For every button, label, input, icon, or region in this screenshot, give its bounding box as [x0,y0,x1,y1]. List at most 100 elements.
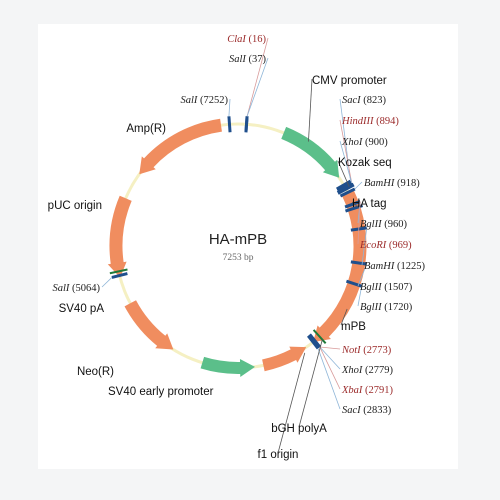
site-enzyme: BglII [360,282,382,293]
site-leader-sali [228,98,231,117]
site-enzyme: BglII [360,302,382,313]
site-leader-sali [246,57,269,117]
site-position: (2833) [361,405,392,416]
feature-label-f1-origin: f1 origin [258,449,299,461]
site-position: (37) [246,54,267,65]
feature-label-amp-r: Amp(R) [126,123,166,135]
site-position: (900) [362,137,388,148]
site-enzyme: SacI [342,405,361,416]
site-position: (2779) [362,365,393,376]
site-position: (1720) [382,302,413,313]
site-leader-clai [246,37,269,117]
feature-arrow-f1-origin [262,346,307,372]
feature-arrow-mpb [313,189,367,343]
feature-leader-cmv-promoter [308,78,313,142]
feature-label-mpb: mPB [341,321,366,333]
site-tick-bamhi [339,187,356,198]
site-label-hindiii: HindIII (894) [341,116,399,127]
kozak-seq-mark [336,182,355,195]
site-enzyme: XbaI [341,385,363,396]
site-label-xhoi: XhoI (900) [341,137,388,148]
site-leader-saci [317,348,341,410]
site-leader-hindiii [339,119,353,184]
site-label-saci: SacI (823) [342,95,387,106]
site-enzyme: BamHI [364,178,395,189]
site-leader-ecori [357,201,361,245]
site-position: (5064) [69,283,100,294]
site-position: (7252) [197,95,228,106]
feature-arrow-sv40-early-promoter [200,356,255,377]
site-position: (918) [394,178,420,189]
site-enzyme: SacI [342,95,361,106]
site-label-bglii: BglII (960) [360,219,407,230]
site-position: (16) [246,34,267,45]
site-tick-bglii [350,260,367,266]
site-tick-saci [335,179,352,191]
map-card [38,24,458,469]
site-position: (960) [382,219,408,230]
feature-label-kozak-seq: Kozak seq [338,157,392,169]
feature-leader-ha-tag [351,201,359,208]
feature-arrow-neo-r [124,300,174,350]
site-leader-sali [101,277,113,288]
site-tick-saci [307,334,320,350]
site-position: (969) [386,240,412,251]
site-leader-noti [319,346,341,350]
site-leader-bamhi [361,227,368,266]
feature-label-puc-origin: pUC origin [48,200,102,212]
site-enzyme: ClaI [227,34,246,45]
site-label-bamhi: BamHI (918) [364,178,420,189]
site-enzyme: BamHI [364,261,395,272]
feature-leader-kozak-seq [337,160,350,188]
site-leader-bglii [357,286,363,307]
site-enzyme: XhoI [341,365,363,376]
site-leader-xhoi [319,346,341,370]
site-leader-bamhi [354,181,363,190]
site-enzyme: NotI [341,345,361,356]
site-enzyme: XhoI [341,137,363,148]
feature-label-ha-tag: HA tag [352,198,387,210]
site-leader-xbai [319,346,341,390]
site-leader-xhoi [339,140,353,184]
site-position: (1507) [382,282,413,293]
sv40-pa-mark [109,268,128,275]
site-label-xhoi: XhoI (2779) [341,365,394,376]
site-label-bamhi: BamHI (1225) [364,261,425,272]
site-enzyme: EcoRI [359,240,387,251]
site-enzyme: SalI [180,95,197,106]
site-tick-sali [111,272,128,279]
feature-label-sv40-early-promoter: SV40 early promoter [108,386,214,398]
site-label-noti: NotI (2773) [341,345,392,356]
feature-arrow-puc-origin [107,195,132,278]
feature-arrow-amp-r [139,118,222,175]
site-enzyme: SalI [52,283,69,294]
site-tick-ecori [344,200,361,209]
site-tick-xbai [308,333,321,348]
site-position: (823) [361,95,387,106]
feature-leader-bgh-polya [298,339,323,428]
feature-label-cmv-promoter: CMV promoter [312,75,387,87]
site-label-saci: SacI (2833) [342,405,392,416]
plasmid-name: HA-mPB [209,231,267,248]
site-label-bglii: BglII (1507) [360,282,413,293]
site-tick-sali [227,116,232,133]
feature-leader-f1-origin [277,352,306,454]
site-label-sali: SalI (5064) [52,283,100,294]
feature-leader-mpb [340,308,348,326]
site-enzyme: BglII [360,219,382,230]
site-position: (894) [374,116,400,127]
site-position: (1225) [394,261,425,272]
site-position: (2791) [362,385,393,396]
site-label-clai: ClaI (16) [227,34,266,45]
bgh-polya-mark [312,329,327,345]
site-label-sali: SalI (7252) [180,95,228,106]
site-leader-bglii [357,263,368,287]
feature-label-neo-r: Neo(R) [77,366,114,378]
feature-label-bgh-polya: bGH polyA [271,423,327,435]
plasmid-size: 7253 bp [223,253,254,263]
site-label-bglii: BglII (1720) [360,302,413,313]
site-enzyme: SalI [229,54,246,65]
site-enzyme: HindIII [341,116,374,127]
feature-label-sv40-pa: SV40 pA [59,303,105,315]
